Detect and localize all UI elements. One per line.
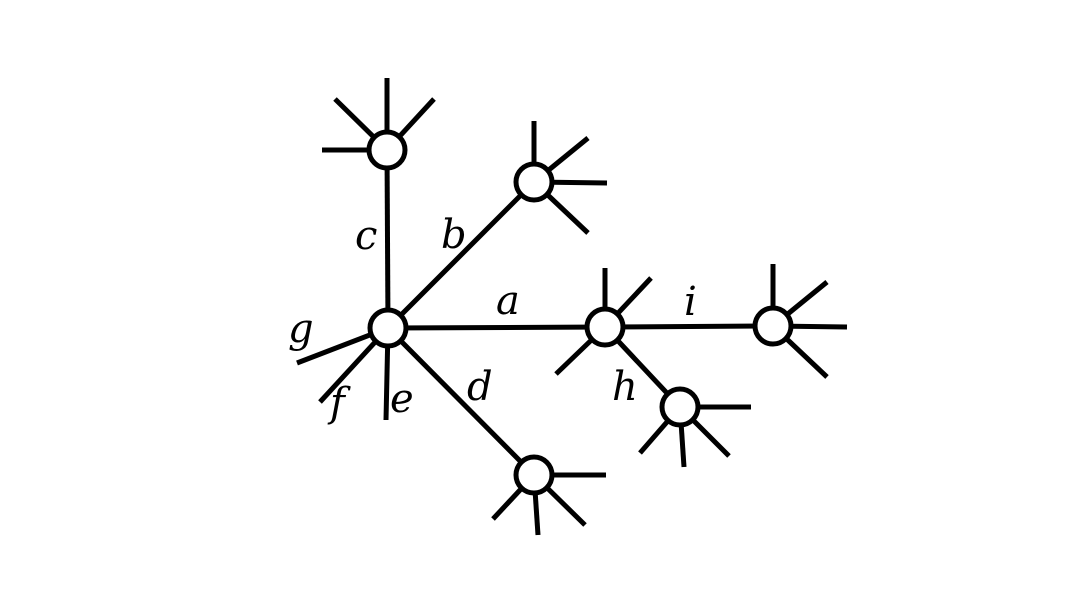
label-c: c [355,213,377,259]
node-upper [513,161,555,203]
label-e: e [390,376,414,422]
label-b: b [441,212,467,258]
node-right [752,305,794,347]
node-bottom [513,454,555,496]
label-h: h [612,364,638,410]
edge-d [386,326,536,477]
node-middle [584,306,626,348]
edge-c [384,149,391,329]
label-d: d [467,364,493,410]
label-i: i [684,279,697,325]
node-lower-middle [659,386,701,428]
label-f: f [327,380,351,426]
edge-b [386,180,536,330]
node-center [367,307,409,349]
label-a: a [496,278,520,324]
node-top [366,129,408,171]
label-g: g [288,306,314,352]
edge-a [387,324,606,331]
edge-i [604,323,774,330]
